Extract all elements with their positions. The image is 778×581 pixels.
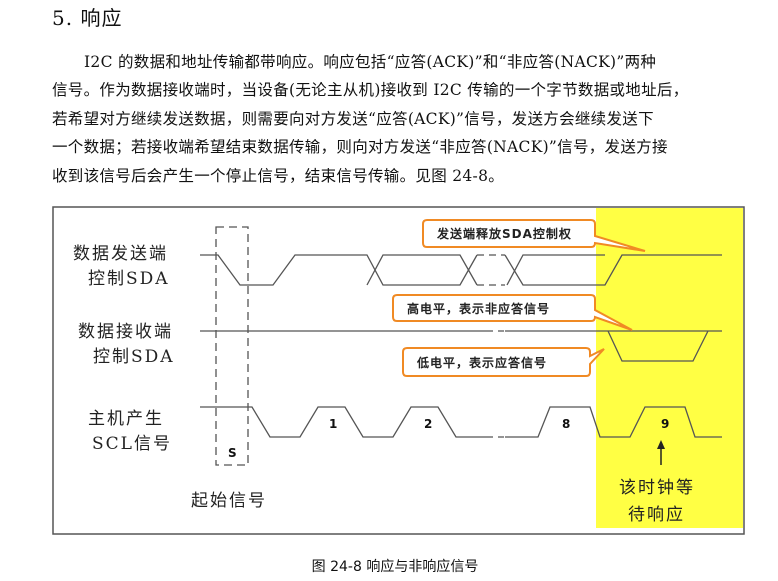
callout-release	[422, 219, 646, 252]
figure-caption: 图 24-8 响应与非响应信号	[311, 559, 479, 575]
start-label: 起始信号	[191, 491, 267, 511]
callout-ack	[402, 347, 605, 377]
sda-sender-gap	[477, 254, 505, 286]
callout-nack	[392, 294, 633, 331]
clock-number: 9	[661, 417, 669, 431]
callout-nack-text: 高电平，表示非应答信号	[407, 301, 550, 316]
start-condition-box	[215, 226, 249, 466]
paragraph-line: I2C 的数据和地址传输都带响应。响应包括“应答(ACK)”和“非应答(NACK…	[84, 53, 657, 71]
scl-line	[200, 406, 722, 438]
arrow-up-icon	[657, 440, 665, 465]
wait-label: 该时钟等	[619, 478, 695, 498]
clock-number: 8	[562, 417, 570, 431]
paragraph-line: 收到该信号后会产生一个停止信号，结束信号传输。见图 24-8。	[52, 167, 505, 185]
scl-label: SCL信号	[92, 434, 172, 454]
wait-highlight	[596, 208, 743, 528]
paragraph-line: 信号。作为数据接收端时，当设备(无论主从机)接收到 I2C 传输的一个字节数据或…	[52, 81, 689, 99]
receiver-label: 数据接收端	[78, 322, 173, 342]
clock-number: 1	[329, 417, 337, 431]
paragraph-line: 一个数据；若接收端希望结束数据传输，则向对方发送“非应答(NACK)”信号，发送…	[52, 138, 668, 156]
start-mark: S	[228, 446, 237, 460]
section-heading: 5. 响应	[52, 6, 123, 30]
paragraph-line: 若希望对方继续发送数据，则需要向对方发送“应答(ACK)”信号，发送方会继续发送…	[52, 110, 654, 128]
wait-label: 待响应	[628, 505, 685, 525]
callout-ack-text: 低电平，表示应答信号	[416, 355, 547, 370]
sda-sender-high	[200, 254, 722, 286]
sender-label: 数据发送端	[73, 244, 168, 264]
diagram-frame	[52, 206, 745, 535]
scl-label: 主机产生	[88, 409, 164, 429]
sda-sender-low	[366, 254, 605, 286]
clock-number: 2	[424, 417, 432, 431]
receiver-label: 控制SDA	[93, 347, 175, 367]
callout-release-text: 发送端释放SDA控制权	[436, 226, 572, 241]
sender-label: 控制SDA	[88, 269, 170, 289]
